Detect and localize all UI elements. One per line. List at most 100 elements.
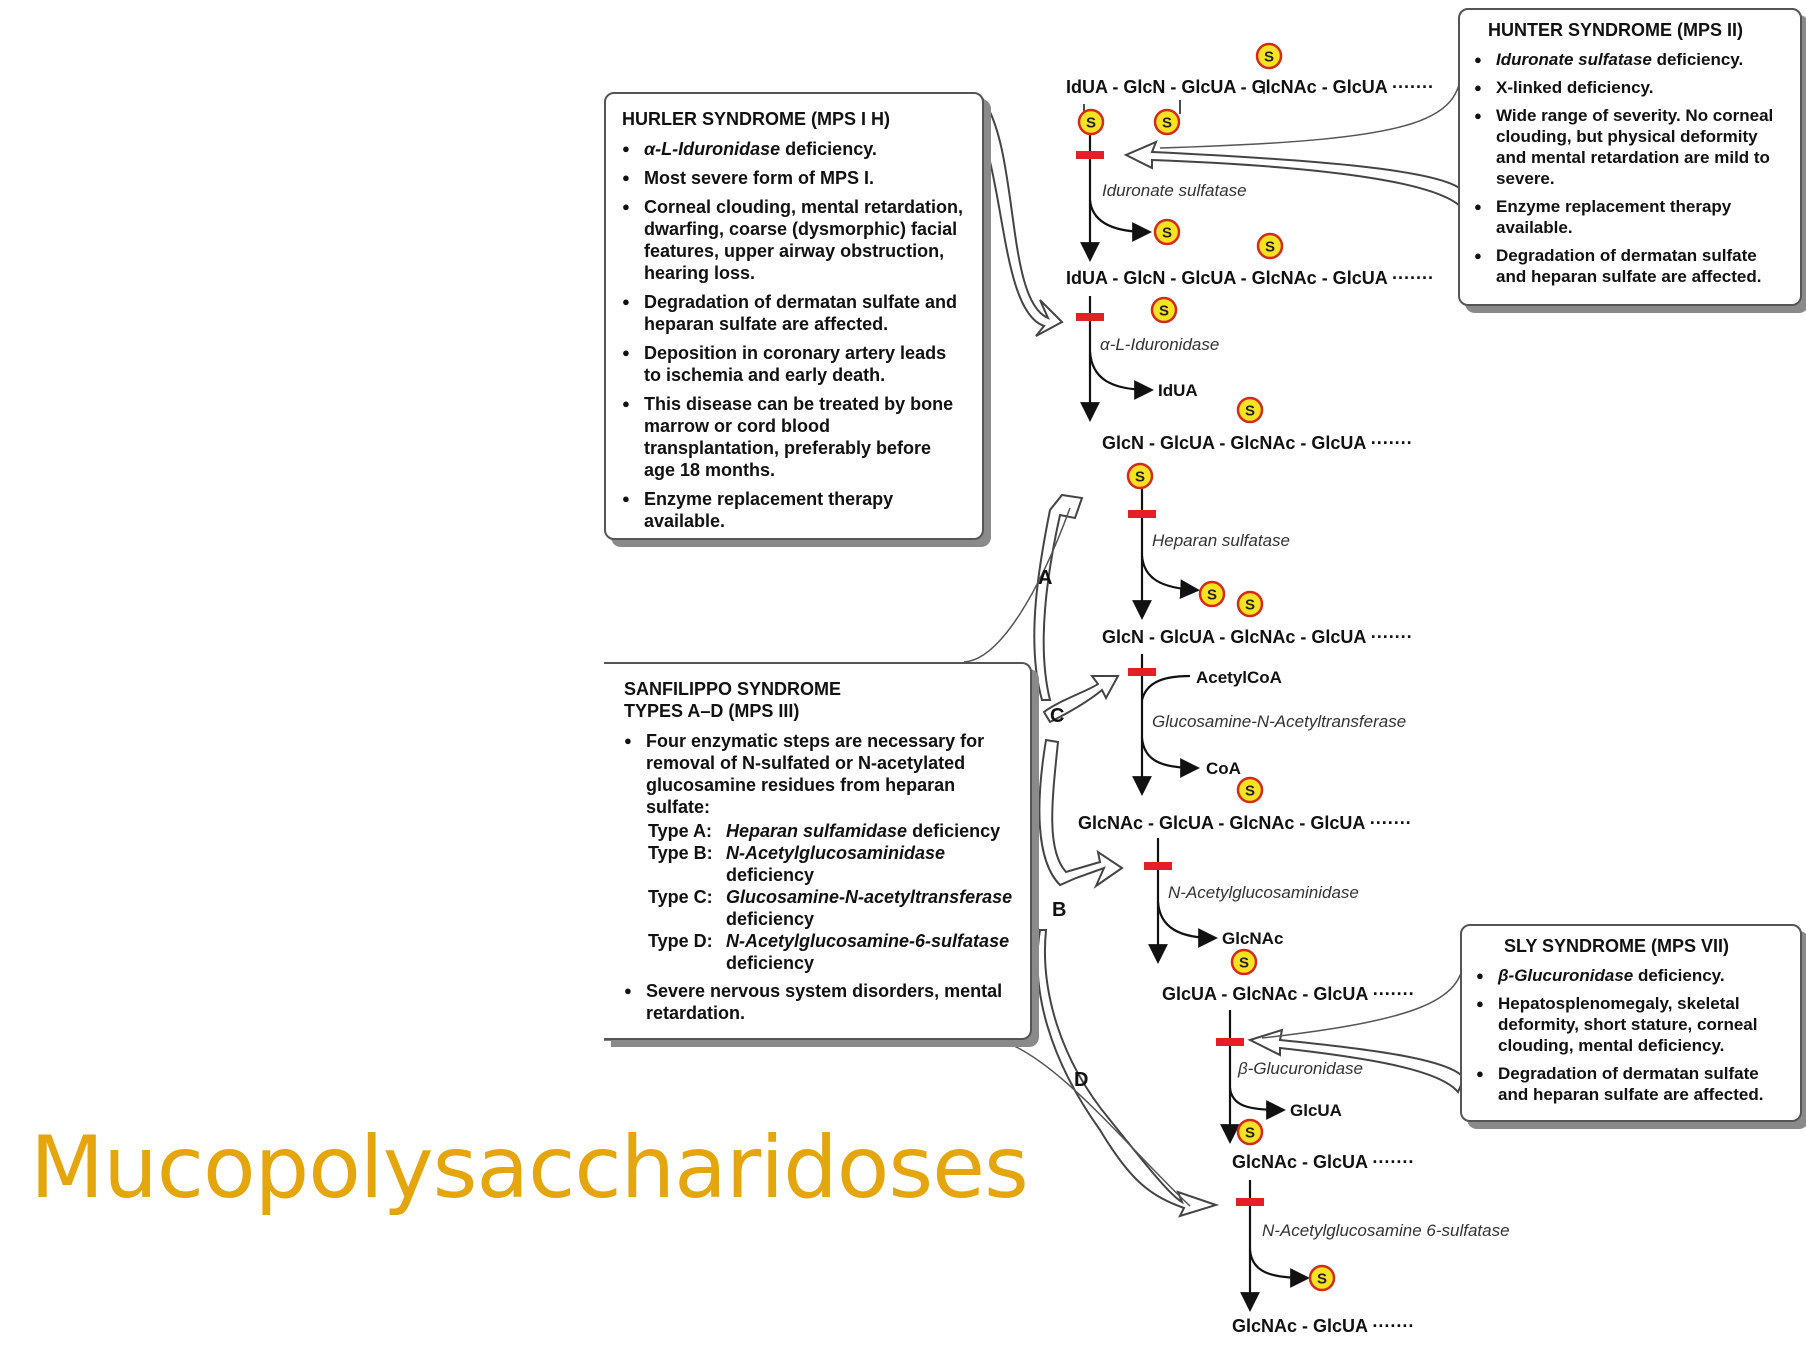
sanfilippo-arrow-a xyxy=(1033,493,1084,701)
block-bar xyxy=(1236,1198,1264,1206)
product-acetylcoa: AcetylCoA xyxy=(1196,668,1282,687)
sulfate-icon: S xyxy=(1236,396,1264,424)
sly-enzyme: β-Glucuronidase xyxy=(1498,966,1634,985)
type-d-label: Type D: xyxy=(648,931,713,951)
chain-8: GlcNAc - GlcUA ······· xyxy=(1232,1316,1414,1336)
type-a-rest: deficiency xyxy=(907,821,1001,841)
chain-1: IdUA - GlcN - GlcUA - GlcNAc - GlcUA ···… xyxy=(1066,77,1434,97)
sly-bullet-1: β-Glucuronidase deficiency. xyxy=(1476,965,1788,986)
hurler-box: HURLER SYNDROME (MPS I H) α-L-Iduronidas… xyxy=(604,92,984,540)
sly-bullet-3: Degradation of dermatan sulfate and hepa… xyxy=(1476,1063,1788,1105)
hurler-list: α-L-Iduronidase deficiency. Most severe … xyxy=(622,138,966,532)
enzyme-labels: Iduronate sulfatase α-L-Iduronidase Hepa… xyxy=(1100,181,1510,1240)
sanfilippo-arrow-b xyxy=(1038,738,1124,889)
type-c-label: Type C: xyxy=(648,887,713,907)
product-coa: CoA xyxy=(1206,759,1241,778)
hunter-bullet-4: Enzyme replacement therapy available. xyxy=(1474,196,1788,238)
sulfate-icon: S xyxy=(1153,108,1181,136)
enzyme-blocks xyxy=(1076,151,1264,1206)
enzyme-iduronate-sulfatase: Iduronate sulfatase xyxy=(1102,181,1247,200)
product-glcua: GlcUA xyxy=(1290,1101,1342,1120)
hunter-enzyme: Iduronate sulfatase xyxy=(1496,50,1652,69)
letter-d: D xyxy=(1074,1069,1088,1091)
sanfilippo-b1-text: Four enzymatic steps are necessary for r… xyxy=(646,731,985,817)
chain-5: GlcNAc - GlcUA - GlcNAc - GlcUA ······· xyxy=(1078,813,1412,833)
chain-3: GlcN - GlcUA - GlcNAc - GlcUA ······· xyxy=(1102,433,1413,453)
hunter-title: HUNTER SYNDROME (MPS II) xyxy=(1488,20,1744,40)
letter-c: C xyxy=(1050,705,1064,727)
sly-b1-rest: deficiency. xyxy=(1633,966,1725,985)
slide-title: Mucopolysaccharidoses xyxy=(30,1118,1029,1218)
block-bar xyxy=(1128,510,1156,518)
hunter-b1-rest: deficiency. xyxy=(1651,50,1744,69)
sugar-chains: IdUA - GlcN - GlcUA - GlcNAc - GlcUA ···… xyxy=(1066,77,1434,1336)
sulfate-icon: S xyxy=(1236,1118,1264,1146)
sanfilippo-bullet-2: Severe nervous system disorders, mental … xyxy=(624,980,1018,1024)
enzyme-beta-glucuronidase: β-Glucuronidase xyxy=(1237,1059,1363,1078)
sanfilippo-title: SANFILIPPO SYNDROME TYPES A–D (MPS III) xyxy=(624,678,1018,722)
sulfate-icon: S xyxy=(1153,218,1181,246)
hunter-bullet-2: X-linked deficiency. xyxy=(1474,77,1788,98)
sulfate-icon: S xyxy=(1236,590,1264,618)
sly-title: SLY SYNDROME (MPS VII) xyxy=(1504,936,1730,956)
sulfate-icon: S xyxy=(1230,948,1258,976)
type-c-rest: deficiency xyxy=(726,909,815,929)
sulfate-label: S xyxy=(1245,1125,1255,1142)
sanfilippo-bullet-1: Four enzymatic steps are necessary for r… xyxy=(624,730,1018,818)
sanfilippo-letters: A C B D xyxy=(1038,567,1088,1091)
enzyme-n-acetylglucosamine-6-sulfatase: N-Acetylglucosamine 6-sulfatase xyxy=(1262,1221,1510,1240)
chain-4: GlcN - GlcUA - GlcNAc - GlcUA ······· xyxy=(1102,627,1413,647)
sulfate-icon: S xyxy=(1256,232,1284,260)
type-a: Type A:Heparan sulfamidase deficiency xyxy=(636,820,1018,842)
sulfate-label: S xyxy=(1207,587,1217,604)
sanfilippo-box: SANFILIPPO SYNDROME TYPES A–D (MPS III) … xyxy=(604,662,1032,1040)
hurler-bullet-6: This disease can be treated by bone marr… xyxy=(622,393,966,481)
sulfate-icon: S xyxy=(1077,108,1105,136)
hurler-callout-arrow xyxy=(968,96,1064,337)
type-b-label: Type B: xyxy=(648,843,713,863)
enzyme-glucosamine-n-acetyltransferase: Glucosamine-N-Acetyltransferase xyxy=(1152,712,1406,731)
hunter-list: Iduronate sulfatase deficiency. X-linked… xyxy=(1474,49,1788,287)
block-bar xyxy=(1216,1038,1244,1046)
sulfate-icon: S xyxy=(1255,42,1283,70)
sulfate-label: S xyxy=(1159,303,1169,320)
sanfilippo-title-2: TYPES A–D (MPS III) xyxy=(624,701,800,721)
sly-list: β-Glucuronidase deficiency. Hepatospleno… xyxy=(1476,965,1788,1105)
hurler-bullet-4: Degradation of dermatan sulfate and hepa… xyxy=(622,291,966,335)
hurler-title: HURLER SYNDROME (MPS I H) xyxy=(622,109,891,129)
enzyme-alpha-l-iduronidase: α-L-Iduronidase xyxy=(1100,335,1219,354)
product-glcnac: GlcNAc xyxy=(1222,929,1283,948)
hurler-bullet-3: Corneal clouding, mental retardation, dw… xyxy=(622,196,966,284)
hunter-thin-arrow xyxy=(1159,59,1463,149)
hurler-bullet-7: Enzyme replacement therapy available. xyxy=(622,488,966,532)
letter-b: B xyxy=(1052,899,1066,921)
type-d-rest: deficiency xyxy=(726,953,815,973)
hunter-bullet-3: Wide range of severity. No corneal cloud… xyxy=(1474,105,1788,189)
hurler-bullet-1: α-L-Iduronidase deficiency. xyxy=(622,138,966,160)
sly-callout-arrow xyxy=(1247,1028,1466,1094)
sulfate-label: S xyxy=(1162,115,1172,132)
chain-6: GlcUA - GlcNAc - GlcUA ······· xyxy=(1162,984,1415,1004)
product-idua: IdUA xyxy=(1158,381,1198,400)
sulfate-label: S xyxy=(1245,597,1255,614)
sanfilippo-arrow-d xyxy=(1036,929,1220,1218)
chain-2: IdUA - GlcN - GlcUA - GlcNAc - GlcUA ···… xyxy=(1066,268,1434,288)
hunter-callout-arrow xyxy=(1123,140,1463,211)
hurler-enzyme: α-L-Iduronidase xyxy=(644,139,781,159)
hurler-b1-rest: deficiency. xyxy=(780,139,877,159)
sanfilippo-list-2: Severe nervous system disorders, mental … xyxy=(624,980,1018,1024)
sulfate-label: S xyxy=(1162,225,1172,242)
type-a-enzyme: Heparan sulfamidase xyxy=(726,821,908,841)
sulfate-icon: S xyxy=(1150,296,1178,324)
chain-7: GlcNAc - GlcUA ······· xyxy=(1232,1152,1414,1172)
sulfate-label: S xyxy=(1264,49,1274,66)
block-bar xyxy=(1076,151,1104,159)
products: IdUA AcetylCoA CoA GlcNAc GlcUA xyxy=(1158,381,1342,1120)
sanfilippo-list: Four enzymatic steps are necessary for r… xyxy=(624,730,1018,818)
